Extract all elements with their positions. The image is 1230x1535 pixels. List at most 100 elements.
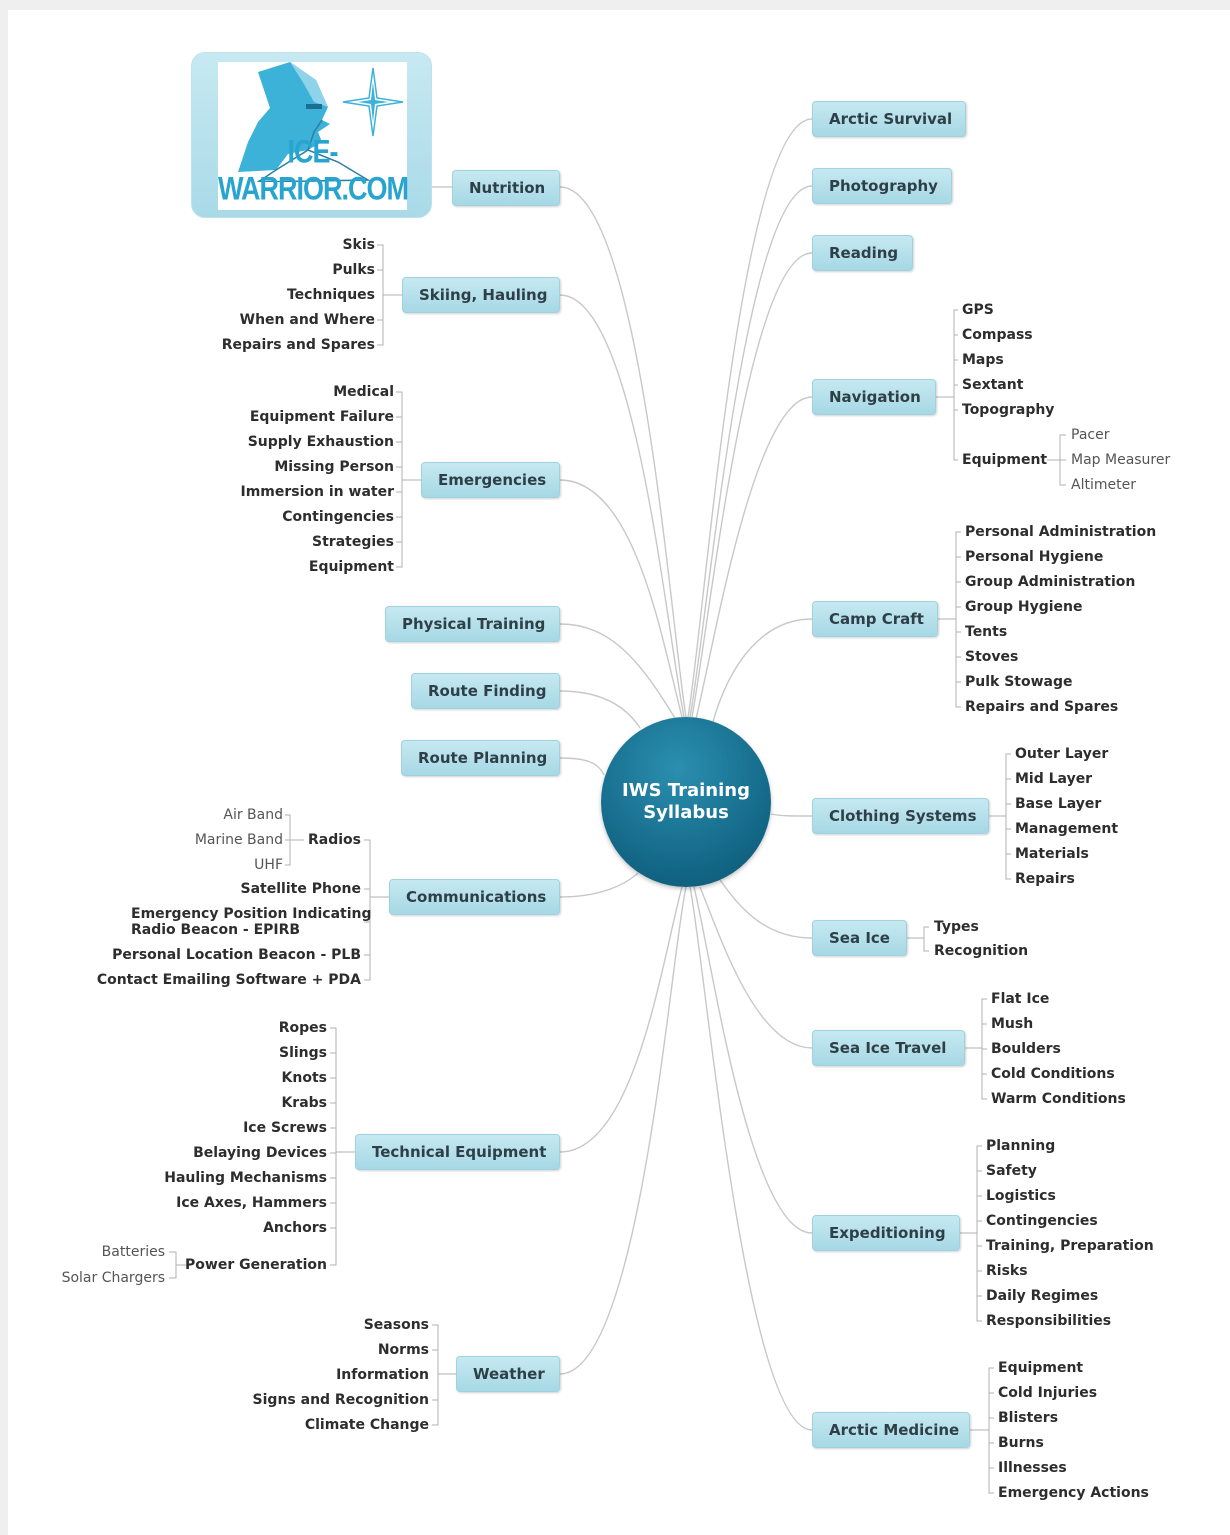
subtopic-radios[interactable]: Radios (308, 832, 361, 848)
subtopic-personal-hygiene[interactable]: Personal Hygiene (965, 549, 1104, 565)
subtopic-power-generation[interactable]: Power Generation (185, 1257, 327, 1273)
subtopic-illnesses[interactable]: Illnesses (998, 1460, 1067, 1476)
subtopic-mid-layer[interactable]: Mid Layer (1015, 771, 1093, 787)
subtopic-anchors[interactable]: Anchors (263, 1220, 327, 1236)
topic-camp-craft[interactable]: Camp Craft (812, 601, 938, 637)
topic-physical-training[interactable]: Physical Training (385, 606, 560, 642)
subtopic-immersion-in-water[interactable]: Immersion in water (240, 484, 395, 500)
subtopic-base-layer[interactable]: Base Layer (1015, 796, 1102, 812)
subtopic-ropes[interactable]: Ropes (278, 1020, 327, 1036)
topic-skiing-hauling[interactable]: Skiing, Hauling (402, 277, 560, 313)
topic-sea-ice[interactable]: Sea Ice (812, 920, 907, 956)
topic-route-planning[interactable]: Route Planning (401, 740, 560, 776)
central-topic[interactable]: IWS Training Syllabus (601, 717, 771, 887)
subtopic-satellite-phone[interactable]: Satellite Phone (240, 881, 361, 897)
subtopic-materials[interactable]: Materials (1015, 846, 1089, 862)
subtopic-camp-repairs-and-spares[interactable]: Repairs and Spares (965, 699, 1119, 715)
topic-sea-ice-travel[interactable]: Sea Ice Travel (812, 1030, 965, 1066)
subtopic-exp-contingencies[interactable]: Contingencies (986, 1213, 1098, 1229)
subtopic-ice-screws[interactable]: Ice Screws (243, 1120, 327, 1136)
subtopic-slings[interactable]: Slings (278, 1045, 327, 1061)
subtopic-medical[interactable]: Medical (333, 384, 394, 400)
subtopic-tents[interactable]: Tents (965, 624, 1008, 640)
subtopic-sextant[interactable]: Sextant (962, 377, 1024, 393)
subtopic-pacer[interactable]: Pacer (1071, 427, 1110, 443)
subtopic-group-administration[interactable]: Group Administration (965, 574, 1136, 590)
subtopic-topography[interactable]: Topography (962, 402, 1055, 418)
topic-arctic-medicine[interactable]: Arctic Medicine (812, 1412, 970, 1448)
subtopic-signs-and-recognition[interactable]: Signs and Recognition (252, 1392, 429, 1408)
subtopic-blisters[interactable]: Blisters (998, 1410, 1059, 1426)
subtopic-cold-injuries[interactable]: Cold Injuries (998, 1385, 1098, 1401)
subtopic-maps[interactable]: Maps (962, 352, 1004, 368)
subtopic-pulk-stowage[interactable]: Pulk Stowage (965, 674, 1073, 690)
subtopic-seasons[interactable]: Seasons (363, 1317, 429, 1333)
subtopic-skis[interactable]: Skis (342, 237, 375, 253)
subtopic-belaying-devices[interactable]: Belaying Devices (193, 1145, 327, 1161)
topic-emergencies[interactable]: Emergencies (421, 462, 560, 498)
subtopic-techniques[interactable]: Techniques (286, 287, 375, 303)
subtopic-missing-person[interactable]: Missing Person (274, 459, 394, 475)
subtopic-recognition[interactable]: Recognition (934, 943, 1029, 959)
subtopic-management[interactable]: Management (1015, 821, 1119, 837)
subtopic-emergency-actions[interactable]: Emergency Actions (998, 1485, 1149, 1501)
subtopic-med-equipment[interactable]: Equipment (998, 1360, 1084, 1376)
subtopic-map-measurer[interactable]: Map Measurer (1071, 452, 1171, 468)
subtopic-altimeter[interactable]: Altimeter (1071, 477, 1136, 493)
subtopic-logistics[interactable]: Logistics (986, 1188, 1056, 1204)
topic-weather[interactable]: Weather (456, 1356, 560, 1392)
subtopic-cold-conditions[interactable]: Cold Conditions (991, 1066, 1115, 1082)
subtopic-daily-regimes[interactable]: Daily Regimes (986, 1288, 1099, 1304)
subtopic-equipment-failure[interactable]: Equipment Failure (249, 409, 394, 425)
subtopic-hauling-mechanisms[interactable]: Hauling Mechanisms (164, 1170, 327, 1186)
subtopic-plb[interactable]: Personal Location Beacon - PLB (112, 947, 361, 963)
topic-expeditioning[interactable]: Expeditioning (812, 1215, 960, 1251)
subtopic-responsibilities[interactable]: Responsibilities (986, 1313, 1112, 1329)
subtopic-mush[interactable]: Mush (991, 1016, 1034, 1032)
subtopic-stoves[interactable]: Stoves (965, 649, 1019, 665)
topic-reading[interactable]: Reading (812, 235, 913, 271)
subtopic-equipment[interactable]: Equipment (308, 559, 394, 575)
subtopic-outer-layer[interactable]: Outer Layer (1015, 746, 1109, 762)
topic-clothing-systems[interactable]: Clothing Systems (812, 798, 989, 834)
subtopic-personal-administration[interactable]: Personal Administration (965, 524, 1157, 540)
subtopic-contingencies[interactable]: Contingencies (282, 509, 394, 525)
subtopic-norms[interactable]: Norms (377, 1342, 429, 1358)
subtopic-krabs[interactable]: Krabs (281, 1095, 327, 1111)
subtopic-warm-conditions[interactable]: Warm Conditions (991, 1091, 1126, 1107)
subtopic-training-preparation[interactable]: Training, Preparation (986, 1238, 1154, 1254)
subtopic-nav-equipment[interactable]: Equipment (962, 452, 1048, 468)
subtopic-climate-change[interactable]: Climate Change (304, 1417, 429, 1433)
subtopic-knots[interactable]: Knots (281, 1070, 327, 1086)
subtopic-planning[interactable]: Planning (986, 1138, 1056, 1154)
subtopic-flat-ice[interactable]: Flat Ice (991, 991, 1050, 1007)
subtopic-uhf[interactable]: UHF (254, 857, 283, 873)
subtopic-group-hygiene[interactable]: Group Hygiene (965, 599, 1083, 615)
subtopic-ice-axes-hammers[interactable]: Ice Axes, Hammers (176, 1195, 327, 1211)
subtopic-repairs-and-spares[interactable]: Repairs and Spares (221, 337, 375, 353)
topic-communications[interactable]: Communications (389, 879, 560, 915)
subtopic-air-band[interactable]: Air Band (223, 807, 283, 823)
subtopic-repairs[interactable]: Repairs (1015, 871, 1075, 887)
subtopic-pulks[interactable]: Pulks (332, 262, 375, 278)
subtopic-batteries[interactable]: Batteries (101, 1244, 165, 1260)
subtopic-types[interactable]: Types (934, 919, 979, 935)
topic-photography[interactable]: Photography (812, 168, 952, 204)
subtopic-strategies[interactable]: Strategies (312, 534, 394, 550)
subtopic-contact-emailing-software[interactable]: Contact Emailing Software + PDA (96, 972, 361, 988)
subtopic-boulders[interactable]: Boulders (991, 1041, 1061, 1057)
topic-arctic-survival[interactable]: Arctic Survival (812, 101, 966, 137)
ice-warrior-logo[interactable]: ICE-WARRIOR.COM (191, 52, 432, 218)
subtopic-solar-chargers[interactable]: Solar Chargers (61, 1270, 165, 1286)
subtopic-burns[interactable]: Burns (998, 1435, 1044, 1451)
subtopic-supply-exhaustion[interactable]: Supply Exhaustion (247, 434, 394, 450)
subtopic-gps[interactable]: GPS (962, 302, 994, 318)
subtopic-when-and-where[interactable]: When and Where (239, 312, 375, 328)
subtopic-marine-band[interactable]: Marine Band (194, 832, 283, 848)
topic-route-finding[interactable]: Route Finding (411, 673, 560, 709)
topic-technical-equipment[interactable]: Technical Equipment (355, 1134, 560, 1170)
topic-nutrition[interactable]: Nutrition (452, 170, 560, 206)
subtopic-compass[interactable]: Compass (962, 327, 1033, 343)
subtopic-epirb[interactable]: Emergency Position Indicating Radio Beac… (131, 906, 372, 938)
subtopic-safety[interactable]: Safety (986, 1163, 1037, 1179)
